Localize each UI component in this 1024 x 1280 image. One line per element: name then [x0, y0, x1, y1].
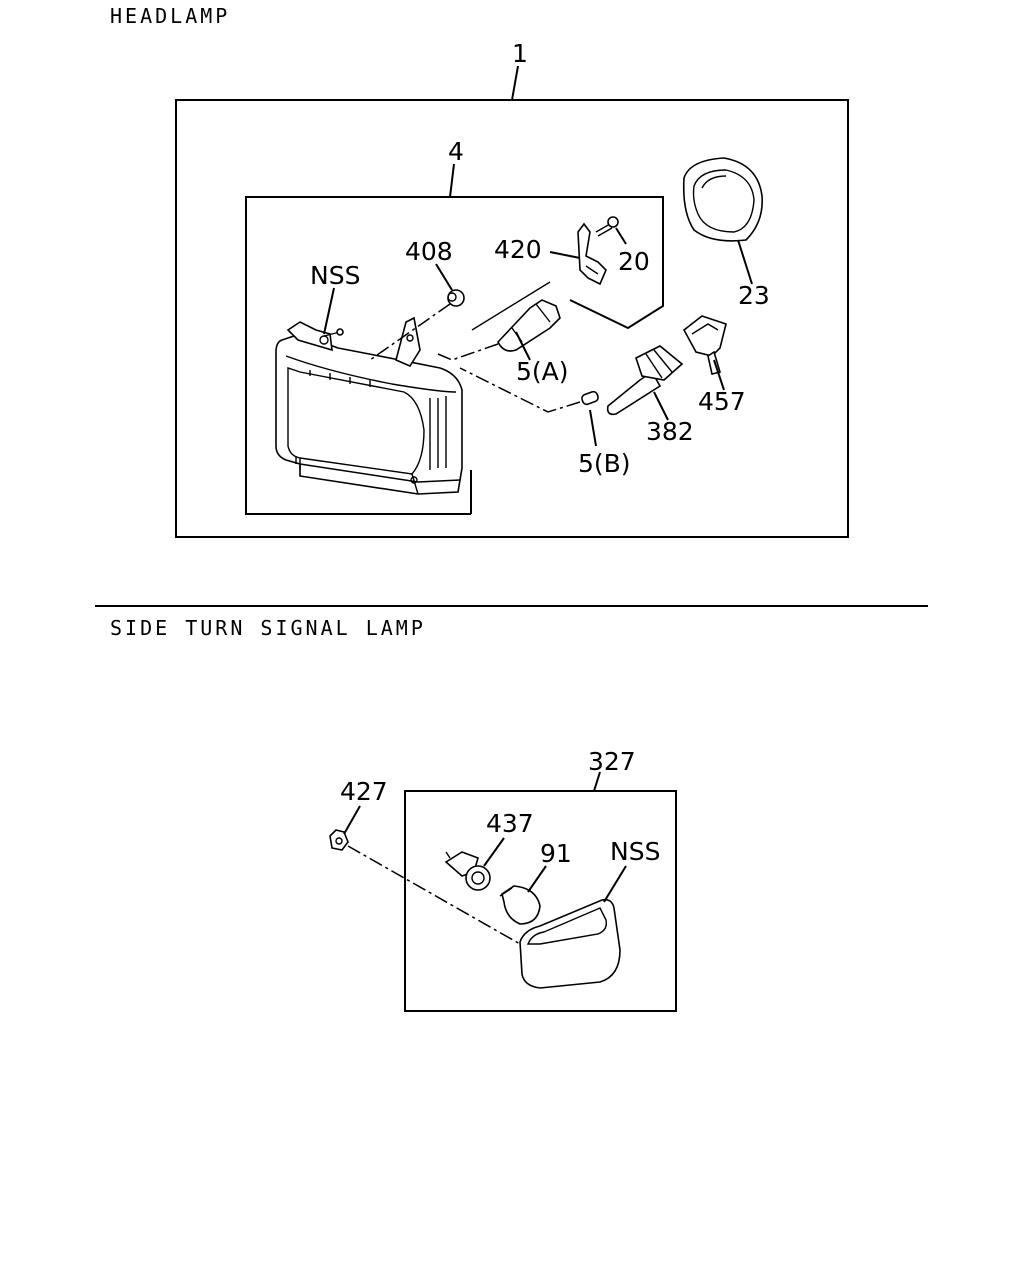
part-5b-bulb	[581, 390, 599, 406]
callout-1: 1	[511, 39, 528, 101]
part-427-nut	[329, 829, 349, 851]
callout-420: 420	[494, 235, 581, 264]
label-part-327: 327	[588, 747, 636, 776]
label-part-457: 457	[698, 387, 746, 416]
part-91-bulb	[499, 885, 541, 925]
part-408-grommet	[447, 289, 465, 307]
callout-91: 91	[527, 839, 572, 893]
label-part-23: 23	[738, 281, 770, 310]
part-382-socket	[606, 345, 684, 416]
callout-327: 327	[588, 747, 636, 792]
turn-signal-lens	[519, 898, 621, 989]
label-part-4: 4	[448, 137, 464, 166]
label-part-5a: 5(A)	[516, 357, 569, 386]
side-turn-signal-assembly-frame	[404, 790, 677, 1012]
callout-457: 457	[698, 359, 746, 416]
label-nss-turn-signal: NSS	[610, 837, 660, 866]
label-part-91: 91	[540, 839, 572, 868]
part-420-clip	[577, 222, 607, 286]
callout-20: 20	[615, 227, 650, 276]
callout-408: 408	[369, 237, 453, 361]
label-part-408: 408	[405, 237, 453, 266]
label-part-427: 427	[340, 777, 388, 806]
side-turn-signal-section-title: SIDE TURN SIGNAL LAMP	[110, 616, 426, 640]
part-457-connector	[682, 315, 727, 375]
callout-5b: 5(B)	[459, 367, 631, 478]
callout-427: 427	[340, 777, 521, 945]
label-part-20: 20	[618, 247, 650, 276]
nss-bolt	[323, 328, 344, 337]
part-20-screw	[595, 216, 619, 237]
callout-437: 437	[483, 809, 534, 867]
part-23-retaining-ring	[682, 157, 763, 242]
label-part-420: 420	[494, 235, 542, 264]
callout-382: 382	[646, 391, 694, 446]
callout-nss-turn-signal: NSS	[603, 837, 660, 903]
callout-nss-headlamp: NSS	[310, 261, 360, 335]
part-437-socket	[444, 851, 491, 891]
headlamp-section-title: HEADLAMP	[110, 4, 231, 28]
callout-23: 23	[737, 239, 770, 310]
callout-5a: 5(A)	[437, 281, 569, 386]
callout-4: 4	[448, 137, 464, 198]
label-nss-headlamp: NSS	[310, 261, 360, 290]
label-part-5b: 5(B)	[578, 449, 631, 478]
headlamp-unit-frame	[245, 196, 664, 515]
label-part-1: 1	[512, 39, 528, 68]
headlamp-assembly-frame	[175, 99, 849, 538]
headlamp-housing	[275, 316, 463, 495]
label-part-382: 382	[646, 417, 694, 446]
label-part-437: 437	[486, 809, 534, 838]
